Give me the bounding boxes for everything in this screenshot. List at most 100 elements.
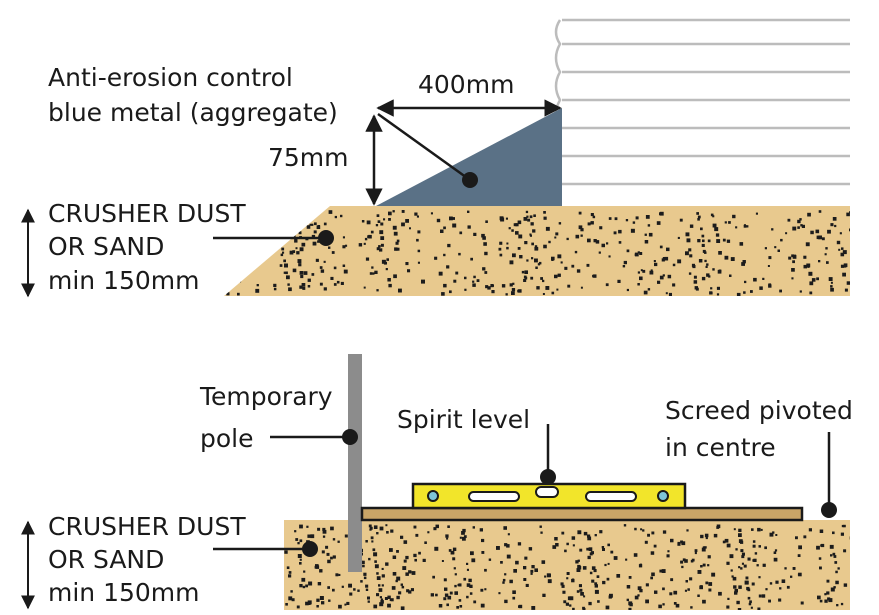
sand-speck: [299, 524, 303, 529]
sand-speck: [381, 584, 384, 587]
sand-speck: [530, 276, 534, 280]
sand-speck: [373, 525, 378, 529]
sand-speck: [639, 252, 643, 255]
sand-speck: [327, 586, 330, 589]
sand-speck: [844, 288, 848, 292]
sand-speck: [632, 221, 636, 224]
sand-speck: [628, 607, 632, 610]
sand-speck: [764, 247, 767, 250]
sand-speck: [483, 242, 487, 246]
sand-speck: [837, 567, 840, 570]
sand-speck: [685, 251, 689, 256]
sand-speck: [473, 232, 477, 236]
sand-speck: [775, 580, 779, 584]
sand-speck: [337, 540, 340, 543]
sand-speck: [469, 584, 473, 588]
sand-speck: [470, 551, 474, 556]
sand-speck: [781, 579, 786, 583]
sand-speck: [554, 537, 558, 541]
sand-speck: [590, 213, 594, 217]
sand-speck: [811, 278, 816, 282]
sand-speck: [807, 212, 811, 217]
sand-speck: [408, 590, 412, 594]
sand-speck: [694, 286, 698, 290]
sand-speck: [413, 525, 417, 529]
sand-speck: [226, 262, 229, 265]
sand-speck: [296, 605, 300, 609]
sand-speck: [388, 218, 391, 221]
sand-speck: [738, 566, 741, 569]
sand-speck: [547, 579, 552, 584]
sand-speck: [849, 228, 850, 232]
sand-speck: [746, 225, 749, 228]
sand-speck: [626, 288, 629, 292]
sand-speck: [666, 247, 670, 252]
sand-speck: [529, 215, 533, 219]
sand-speck: [341, 585, 344, 588]
sand-speck: [463, 535, 467, 538]
sand-speck: [803, 264, 807, 269]
sand-speck: [561, 531, 565, 535]
sand-speck: [277, 227, 281, 230]
sand-speck: [728, 221, 731, 224]
sand-speck: [732, 576, 737, 581]
sand-speck: [449, 290, 452, 294]
sand-speck: [760, 528, 763, 531]
top-base-label-line2: OR SAND: [48, 232, 164, 261]
sand-speck: [758, 594, 762, 598]
sand-speck: [515, 231, 519, 235]
sand-speck: [779, 587, 782, 590]
sand-speck: [454, 584, 457, 588]
sand-speck: [592, 215, 596, 219]
sand-speck: [414, 558, 417, 562]
sand-speck: [824, 253, 827, 256]
sand-speck: [647, 224, 651, 227]
sand-speck: [708, 582, 713, 586]
sand-speck: [792, 226, 797, 231]
sand-speck: [342, 264, 346, 267]
sand-speck: [722, 238, 726, 242]
sand-speck: [307, 534, 311, 538]
sand-speck: [271, 219, 275, 222]
sand-speck: [849, 536, 850, 540]
sand-speck: [504, 543, 508, 547]
sand-speck: [832, 552, 836, 556]
sand-speck: [380, 598, 384, 601]
sand-speck: [389, 548, 393, 552]
sand-speck: [722, 540, 726, 544]
sand-speck: [396, 550, 399, 553]
sand-speck: [715, 233, 720, 237]
sand-speck: [530, 569, 534, 573]
sand-speck: [751, 582, 755, 586]
bottom-base-label-line1: CRUSHER DUST: [48, 512, 246, 541]
sand-speck: [402, 566, 407, 570]
sand-speck: [732, 214, 736, 219]
sand-speck: [707, 564, 710, 567]
sand-speck: [295, 538, 299, 541]
sand-speck: [445, 534, 449, 538]
sand-speck: [640, 269, 643, 272]
sand-speck: [463, 577, 467, 581]
sand-speck: [315, 258, 319, 262]
sand-speck: [247, 213, 252, 217]
sand-speck: [761, 594, 766, 598]
sand-speck: [595, 240, 600, 244]
sand-speck: [560, 582, 564, 586]
sand-speck: [435, 524, 439, 529]
sand-speck: [628, 576, 632, 579]
sand-speck: [752, 544, 756, 548]
sand-speck: [458, 252, 461, 256]
sand-speck: [473, 600, 477, 604]
sand-speck: [729, 274, 732, 277]
sand-speck: [387, 278, 391, 282]
sand-speck: [718, 251, 722, 255]
sand-speck: [438, 271, 443, 276]
aggregate-callout-dot: [462, 172, 478, 188]
sand-speck: [396, 247, 400, 251]
sand-speck: [534, 258, 538, 263]
sand-speck: [591, 566, 596, 570]
sand-speck: [512, 282, 515, 285]
sand-speck: [446, 265, 450, 269]
sand-speck: [405, 572, 409, 576]
sand-speck: [498, 247, 502, 251]
